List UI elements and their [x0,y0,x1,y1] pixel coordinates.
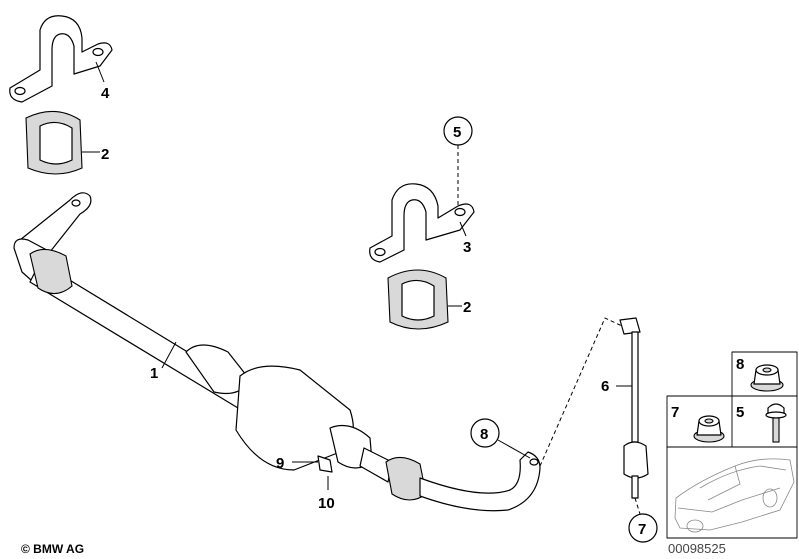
stabilizer-bar-part-1[interactable] [13,192,541,512]
callout-6: 6 [601,378,609,395]
callout-7: 7 [638,521,646,538]
callout-circle-7 [628,513,658,543]
clamp-part-3[interactable] [369,183,475,263]
inset-label-8: 8 [736,356,744,373]
callout-2-left: 2 [101,146,109,163]
copyright-label: © BMW AG [21,542,84,556]
bushing-part-2[interactable] [25,110,83,175]
bolt-5-icon [765,403,787,443]
callout-circle-8 [470,418,500,448]
inset-label-5: 5 [736,404,744,421]
stabilizer-link-part-6[interactable] [619,317,649,499]
callout-3: 3 [463,239,471,256]
flange-nut-7-icon [693,415,725,443]
hardware-inset: 8 7 5 [666,351,798,539]
bushing-part-2-right[interactable] [387,269,449,330]
callout-9: 9 [276,455,284,472]
callout-4: 4 [101,85,110,102]
callout-1: 1 [150,365,158,382]
flange-nut-8-icon [750,364,784,392]
callout-2-right: 2 [463,299,471,316]
inset-label-7: 7 [671,404,679,421]
callout-8: 8 [480,426,488,443]
callout-10: 10 [318,495,335,512]
callout-5: 5 [453,124,461,141]
clamp-part-4[interactable] [9,15,113,103]
diagram-number: 00098525 [668,541,726,556]
car-silhouette-icon [674,458,795,533]
